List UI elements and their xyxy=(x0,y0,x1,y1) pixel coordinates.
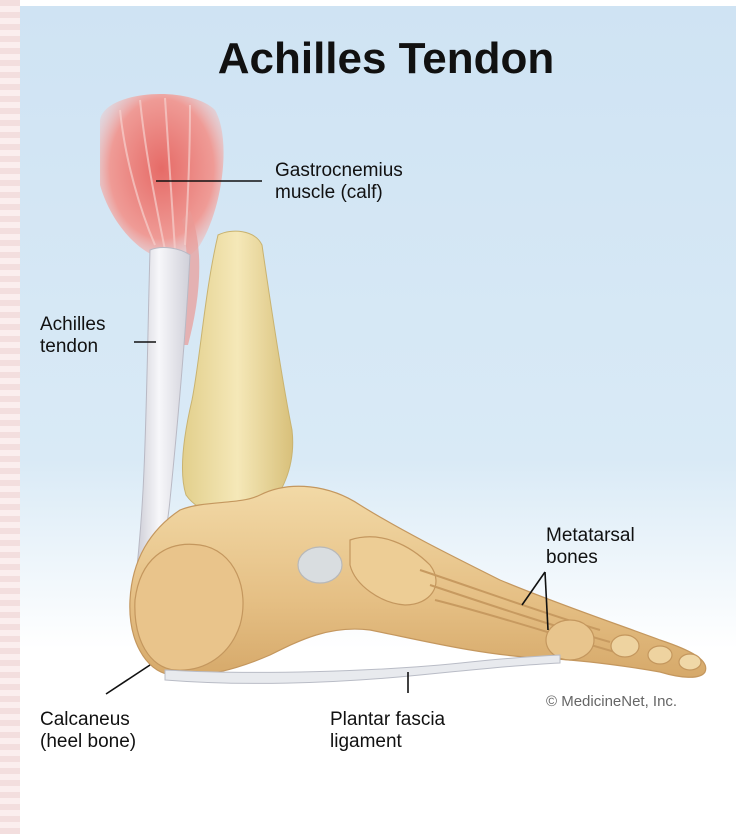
label-metatarsal-bones: Metatarsal bones xyxy=(546,525,635,569)
label-gastrocnemius: Gastrocnemius muscle (calf) xyxy=(275,160,403,204)
label-achilles-tendon: Achilles tendon xyxy=(40,314,105,358)
label-calcaneus: Calcaneus (heel bone) xyxy=(40,709,136,753)
foot-bones xyxy=(130,486,706,677)
copyright-credit: © MedicineNet, Inc. xyxy=(546,693,677,710)
label-plantar-fascia: Plantar fascia ligament xyxy=(330,709,445,753)
